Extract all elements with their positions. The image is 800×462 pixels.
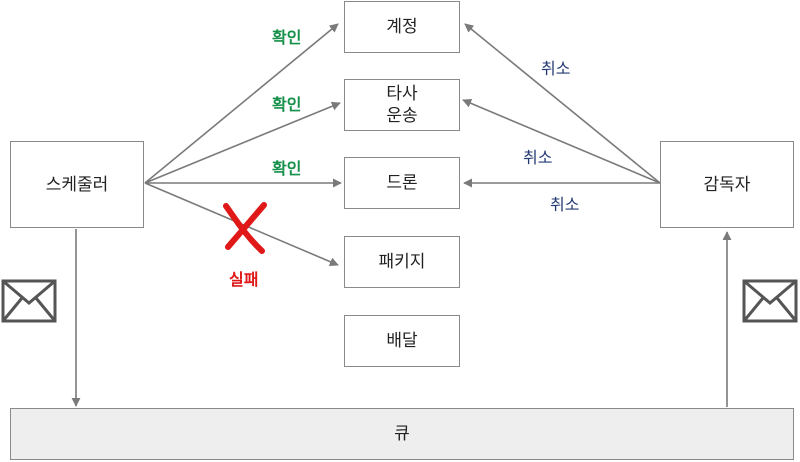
confirm-label-carrier: 확인 (272, 95, 302, 114)
cancel-label-account: 취소 (541, 59, 571, 78)
x-cross-icon (223, 202, 267, 254)
arrow-scheduler-to-account (144, 23, 339, 184)
fail-label: 실패 (229, 270, 259, 289)
package-node: 패키지 (344, 236, 460, 288)
envelope-icon (742, 279, 798, 323)
supervisor-node: 감독자 (660, 141, 794, 228)
delivery-node: 배달 (344, 315, 460, 367)
arrow-scheduler-to-carrier (144, 101, 341, 184)
arrow-supervisor-to-carrier (462, 98, 661, 184)
account-node: 계정 (344, 1, 460, 53)
drone-node: 드론 (344, 157, 460, 209)
scheduler-node: 스케줄러 (10, 141, 144, 228)
arrow-supervisor-to-account (464, 23, 661, 184)
cancel-label-carrier: 취소 (523, 148, 553, 167)
cancel-label-drone: 취소 (550, 195, 580, 214)
queue-node: 큐 (10, 408, 794, 460)
confirm-label-account: 확인 (272, 28, 302, 47)
carrier-node: 타사 운송 (344, 79, 460, 131)
confirm-label-drone: 확인 (272, 159, 302, 178)
envelope-icon (1, 279, 57, 323)
